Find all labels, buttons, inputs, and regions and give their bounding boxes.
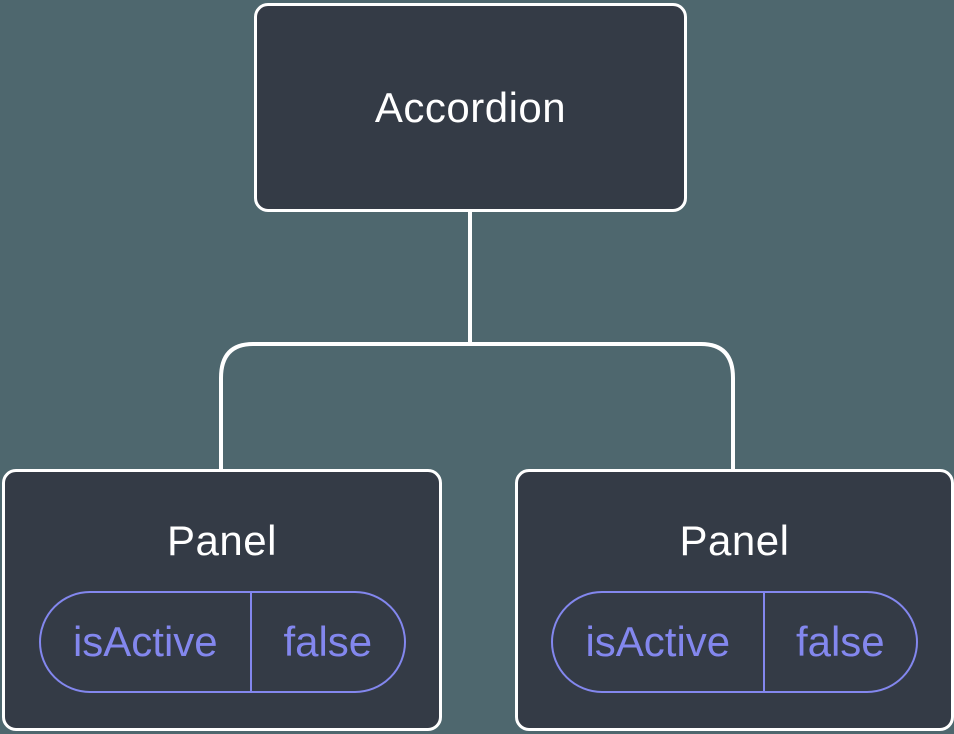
panel-node-label: Panel bbox=[679, 517, 790, 564]
panel-node-right: Panel isActive false bbox=[515, 469, 954, 731]
accordion-node-label: Accordion bbox=[374, 83, 567, 131]
panel-node-left: Panel isActive false bbox=[2, 469, 442, 731]
panel-node-label: Panel bbox=[167, 517, 277, 564]
state-pill: isActive false bbox=[551, 591, 918, 693]
accordion-node: Accordion bbox=[254, 3, 687, 212]
state-value: false bbox=[795, 618, 885, 665]
state-value: false bbox=[283, 618, 373, 665]
state-name: isActive bbox=[553, 593, 765, 691]
state-name: isActive bbox=[41, 593, 253, 691]
connector-bracket bbox=[219, 342, 735, 470]
state-pill: isActive false bbox=[38, 591, 406, 693]
